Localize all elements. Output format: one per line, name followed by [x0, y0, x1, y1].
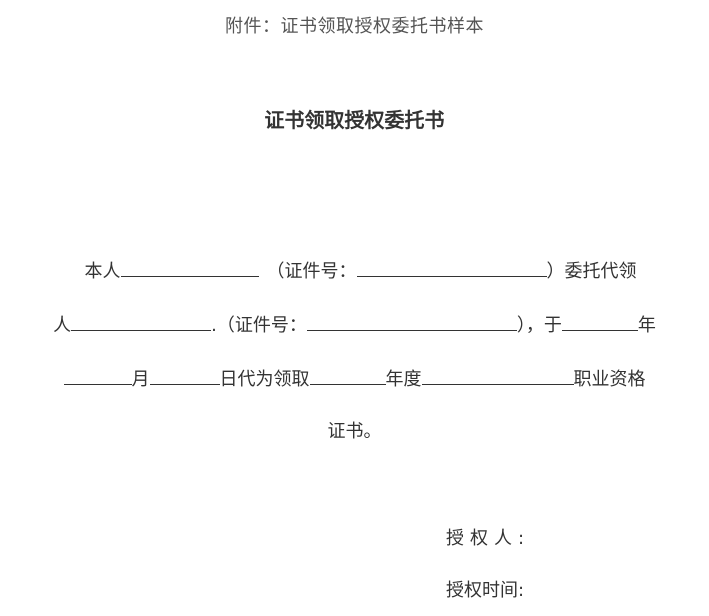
text-segment: ）委托代领 — [546, 261, 637, 282]
blank-day-field — [149, 366, 220, 385]
attachment-header: 附件：证书领取授权委托书样本 — [225, 16, 484, 37]
body-line-2: 人.（证件号： ），于 年 — [0, 312, 709, 338]
body-line-4: 证书。 — [327, 421, 382, 442]
text-segment: 月 — [131, 369, 150, 390]
document-title: 证书领取授权委托书 — [264, 108, 445, 132]
text-segment: 年 — [637, 315, 656, 336]
text-segment: 日代为领取 — [219, 369, 310, 390]
blank-cert-name-field — [421, 366, 574, 385]
blank-cert-year-field — [309, 366, 386, 385]
text-segment: . — [211, 315, 217, 336]
text-segment: 年度 — [385, 369, 422, 390]
blank-month-field — [63, 366, 132, 385]
text-segment: 人 — [53, 315, 72, 336]
text-segment: 本人 — [84, 261, 121, 282]
blank-id-field — [356, 258, 547, 277]
text-segment: （证件号： — [266, 261, 357, 282]
blank-year-field — [561, 312, 638, 331]
text-segment: ），于 — [516, 315, 562, 336]
body-line-1: 本人 （证件号： ）委托代领 — [0, 258, 709, 284]
blank-name-field — [120, 258, 259, 277]
text-segment: 职业资格 — [573, 369, 646, 390]
text-segment: （证件号： — [216, 315, 307, 336]
blank-agent-name-field — [71, 312, 212, 331]
authorization-time-label: 授权时间: — [446, 580, 525, 601]
authorizer-label: 授权人: — [446, 528, 531, 549]
blank-agent-id-field — [306, 312, 517, 331]
body-line-3: 月 日代为领取 年度 职业资格 — [0, 366, 709, 392]
